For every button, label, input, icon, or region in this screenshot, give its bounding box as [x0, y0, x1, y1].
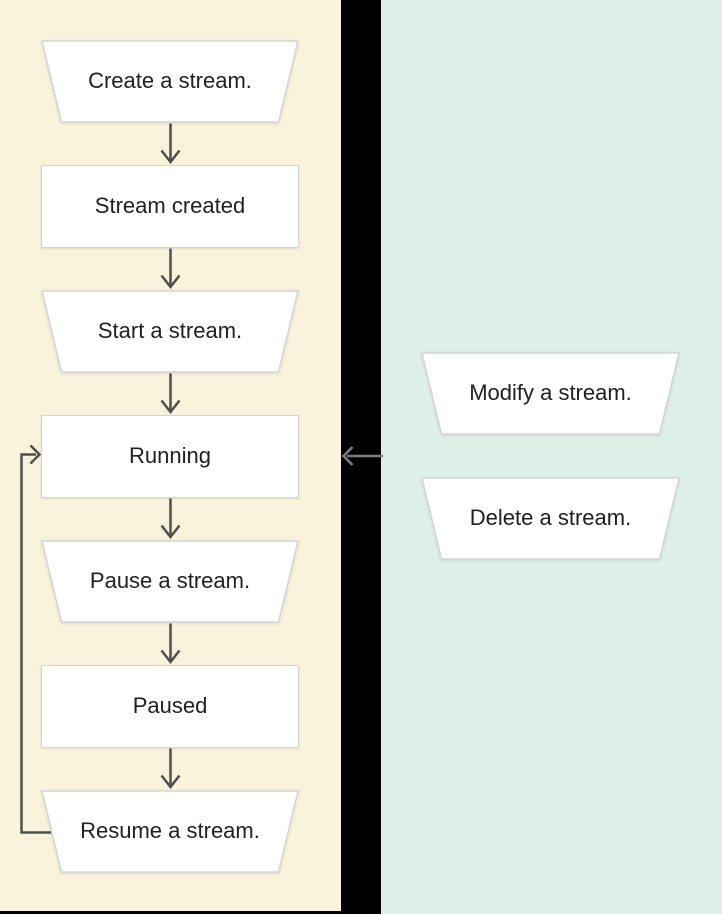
trapezoid-shape	[421, 477, 680, 560]
trapezoid-shape	[41, 40, 299, 123]
node-label: Pause a stream.	[89, 568, 251, 594]
panel-divider	[341, 0, 381, 914]
node-stream-created: Stream created	[41, 165, 299, 248]
node-pause-stream: Pause a stream.	[41, 540, 299, 623]
node-create-stream: Create a stream.	[41, 40, 299, 123]
trapezoid-shape	[41, 540, 299, 623]
node-label: Paused	[132, 693, 208, 719]
node-start-stream: Start a stream.	[41, 290, 299, 373]
stream-actions-panel	[381, 0, 722, 914]
node-label: Modify a stream.	[469, 380, 632, 406]
node-modify-stream: Modify a stream.	[421, 352, 680, 435]
node-label: Stream created	[94, 193, 246, 219]
node-running: Running	[41, 415, 299, 498]
node-label: Start a stream.	[97, 318, 243, 344]
trapezoid-shape	[41, 290, 299, 373]
trapezoid-shape	[41, 790, 299, 873]
node-resume-stream: Resume a stream.	[41, 790, 299, 873]
node-label: Running	[129, 443, 211, 469]
node-label: Create a stream.	[88, 68, 252, 94]
node-paused: Paused	[41, 665, 299, 748]
node-label: Resume a stream.	[80, 818, 260, 844]
node-delete-stream: Delete a stream.	[421, 477, 680, 560]
node-label: Delete a stream.	[469, 505, 632, 531]
trapezoid-shape	[421, 352, 680, 435]
